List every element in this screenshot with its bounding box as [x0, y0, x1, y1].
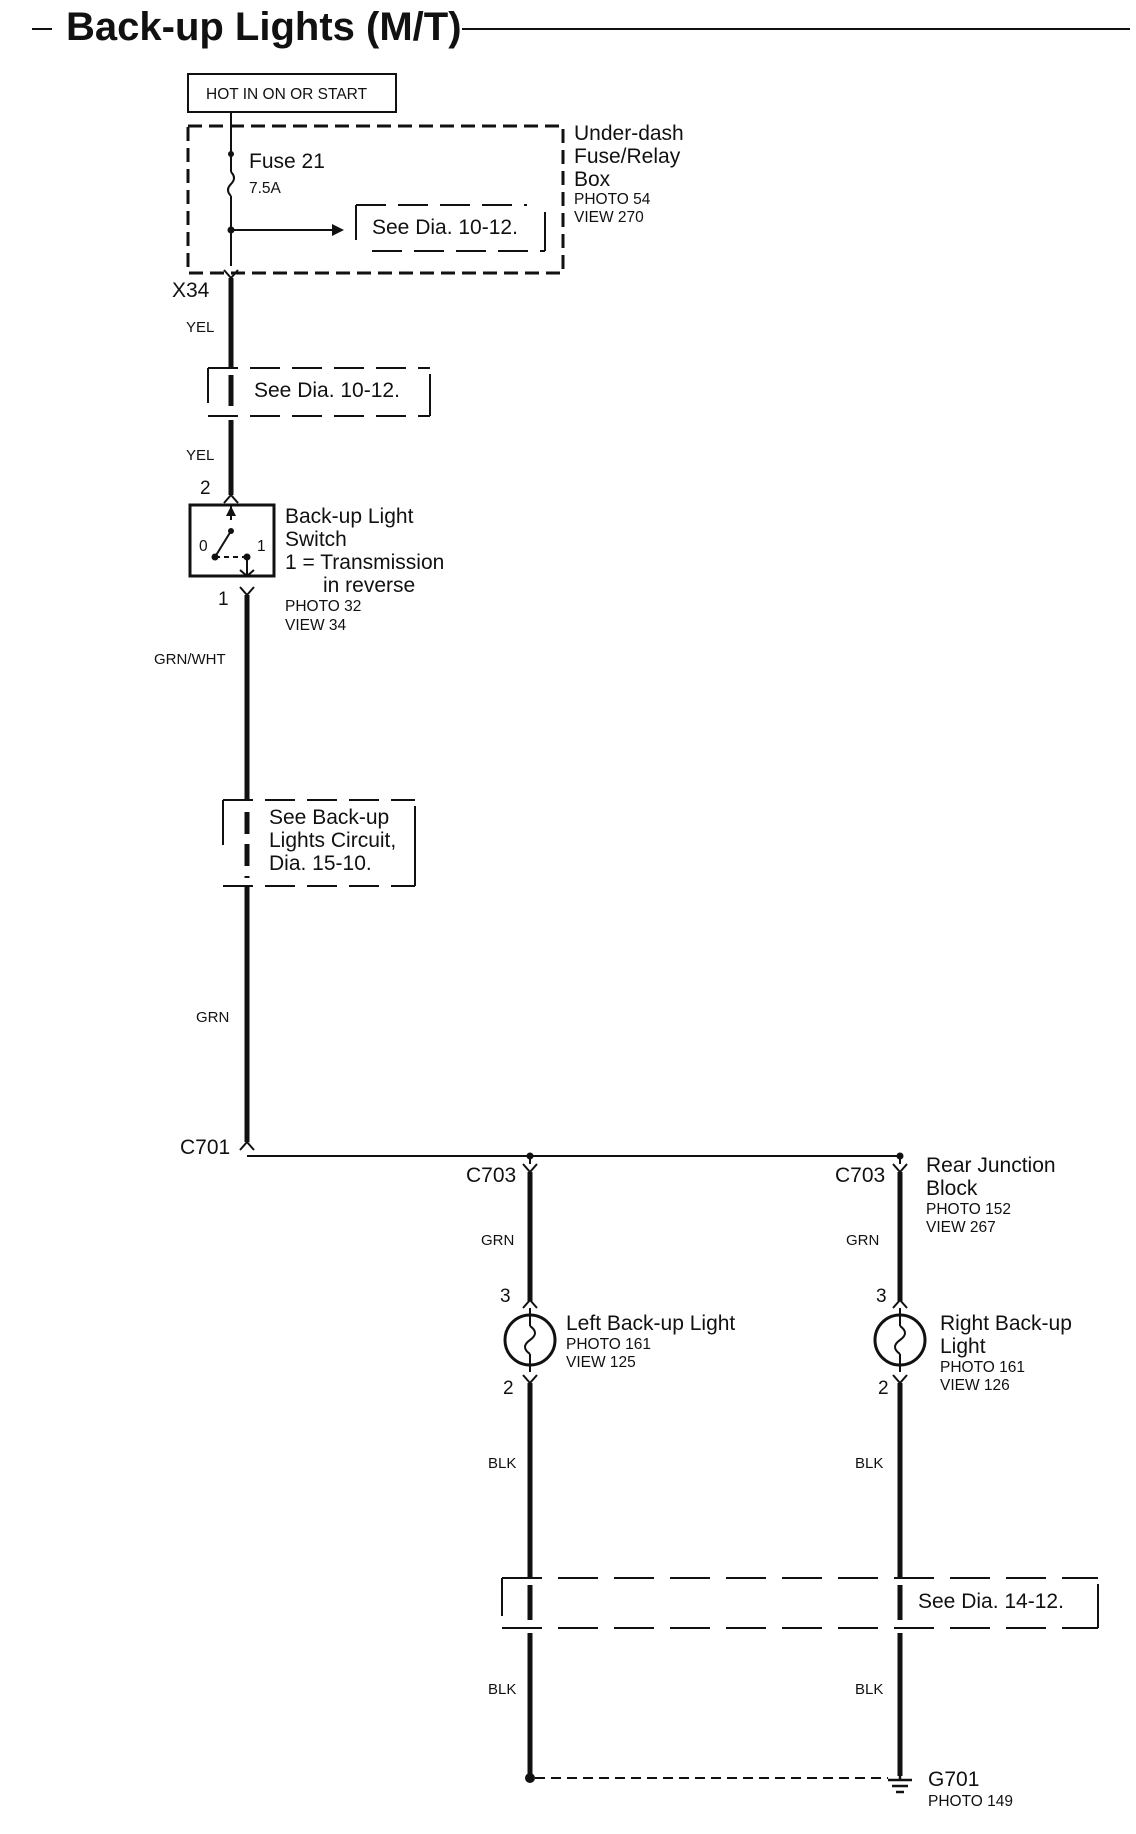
junction-name-1: Rear Junction [926, 1154, 1056, 1177]
right-light-label: Right Back-up Light PHOTO 161 VIEW 126 [940, 1312, 1072, 1394]
fuse-box-view: VIEW 270 [574, 209, 644, 226]
fuse-box-label: Under-dash Fuse/Relay Box PHOTO 54 VIEW … [574, 122, 684, 226]
ref-box-4 [501, 1577, 1099, 1629]
switch-pos-0: 0 [199, 538, 208, 555]
switch-pin-top: 2 [200, 478, 211, 499]
left-light-pin-top: 3 [500, 1286, 511, 1307]
left-light-pin-bottom: 2 [503, 1378, 514, 1399]
fuse-box-name-3: Box [574, 168, 611, 191]
wire-grn-left: GRN [481, 1232, 514, 1249]
ground-icon [888, 1772, 912, 1794]
switch-photo: PHOTO 32 [285, 598, 361, 615]
ground-splice [525, 1773, 535, 1783]
branch-arrow [332, 224, 344, 236]
ref-2-text: See Dia. 10-12. [254, 379, 400, 402]
g701-photo: PHOTO 149 [928, 1793, 1013, 1810]
connector-c703-right [892, 1163, 908, 1174]
x34-label: X34 [172, 279, 210, 302]
switch-label: Back-up Light Switch 1 = Transmission in… [285, 505, 444, 634]
c703-right-label: C703 [835, 1164, 885, 1187]
switch-desc-2: in reverse [323, 574, 415, 597]
fuse-name: Fuse 21 [249, 150, 325, 173]
right-light-name-2: Light [940, 1335, 986, 1358]
ref-3-line-2: Lights Circuit, [269, 829, 396, 852]
switch-name-1: Back-up Light [285, 505, 414, 528]
fuse-box-name-2: Fuse/Relay [574, 145, 681, 168]
left-light-view: VIEW 125 [566, 1354, 636, 1371]
ref-3-line-1: See Back-up [269, 806, 389, 829]
c701-label: C701 [180, 1136, 230, 1159]
connector-c703-left [522, 1163, 538, 1174]
fuse-box-photo: PHOTO 54 [574, 191, 651, 208]
right-light-view: VIEW 126 [940, 1377, 1010, 1394]
ref-box-1 [355, 204, 546, 252]
wire-grn-right: GRN [846, 1232, 879, 1249]
switch-name-2: Switch [285, 528, 347, 551]
wire-blk-3: BLK [488, 1681, 516, 1698]
fuse-icon [227, 126, 235, 266]
switch-pos-1: 1 [257, 538, 266, 555]
wire-yel-1: YEL [186, 319, 214, 336]
fuse-rating: 7.5A [249, 180, 282, 197]
c703-left-label: C703 [466, 1164, 516, 1187]
wire-grn: GRN [196, 1009, 229, 1026]
ref-4-text: See Dia. 14-12. [918, 1590, 1064, 1613]
bulb-icon [503, 1298, 557, 1385]
left-light-label: Left Back-up Light PHOTO 161 VIEW 125 [566, 1312, 735, 1371]
bulb-icon [873, 1298, 927, 1385]
switch-view: VIEW 34 [285, 617, 347, 634]
ref-box-3 [222, 799, 416, 887]
ref-3-text: See Back-up Lights Circuit, Dia. 15-10. [269, 806, 396, 875]
fuse-box-outline [186, 124, 565, 275]
wire-blk-2: BLK [855, 1455, 883, 1472]
ref-3-line-3: Dia. 15-10. [269, 852, 372, 875]
right-light-name-1: Right Back-up [940, 1312, 1072, 1335]
junction-photo: PHOTO 152 [926, 1201, 1011, 1218]
switch-out-connector [239, 586, 255, 597]
right-light-pin-top: 3 [876, 1286, 887, 1307]
connector-x34 [223, 269, 239, 285]
right-light-pin-bottom: 2 [878, 1378, 889, 1399]
switch-desc-1: 1 = Transmission [285, 551, 444, 574]
left-light-photo: PHOTO 161 [566, 1336, 651, 1353]
power-label-box [187, 73, 397, 113]
ref-box-2 [207, 367, 431, 417]
junction-label: Rear Junction Block PHOTO 152 VIEW 267 [926, 1154, 1056, 1236]
connector-c701 [239, 1140, 255, 1151]
g701-label: G701 [928, 1768, 979, 1791]
fuse-box-name-1: Under-dash [574, 122, 684, 145]
switch-pin-bottom: 1 [218, 589, 229, 610]
left-light-name: Left Back-up Light [566, 1312, 735, 1335]
wire-blk-4: BLK [855, 1681, 883, 1698]
wire-yel-2: YEL [186, 447, 214, 464]
page-title: Back-up Lights (M/T) [66, 5, 462, 49]
junction-name-2: Block [926, 1177, 978, 1200]
switch-icon [188, 493, 276, 578]
ref-1-text: See Dia. 10-12. [372, 216, 518, 239]
junction-view: VIEW 267 [926, 1219, 996, 1236]
wire-blk-1: BLK [488, 1455, 516, 1472]
wire-grn-wht: GRN/WHT [154, 651, 226, 668]
power-label: HOT IN ON OR START [206, 86, 368, 103]
right-light-photo: PHOTO 161 [940, 1359, 1025, 1376]
